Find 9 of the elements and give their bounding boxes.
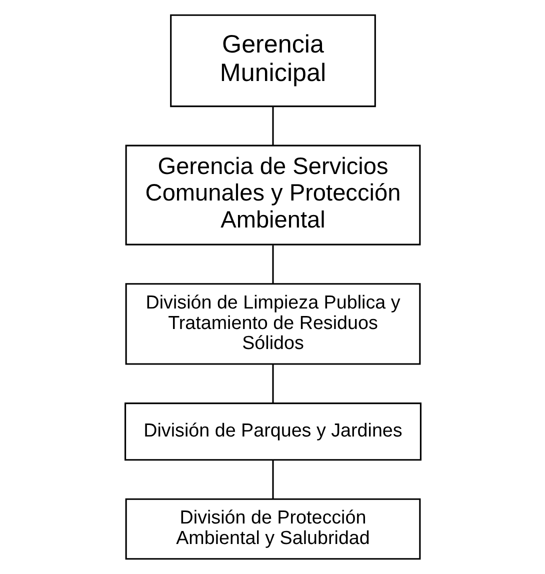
connector bbox=[272, 460, 274, 499]
connector bbox=[272, 106, 274, 146]
node-box: División de Limpieza Publica y Tratamiento de Residuos Sólidos bbox=[124, 283, 420, 365]
node-box: Gerencia de Servicios Comunales y Protección Ambiental bbox=[124, 144, 420, 246]
node-box: División de Parques y Jardines bbox=[124, 402, 421, 461]
connector bbox=[272, 364, 274, 403]
node-box: División de Protección Ambiental y Salubridad bbox=[124, 498, 420, 560]
connector bbox=[272, 245, 274, 284]
node-box: Gerencia Municipal bbox=[170, 14, 376, 108]
